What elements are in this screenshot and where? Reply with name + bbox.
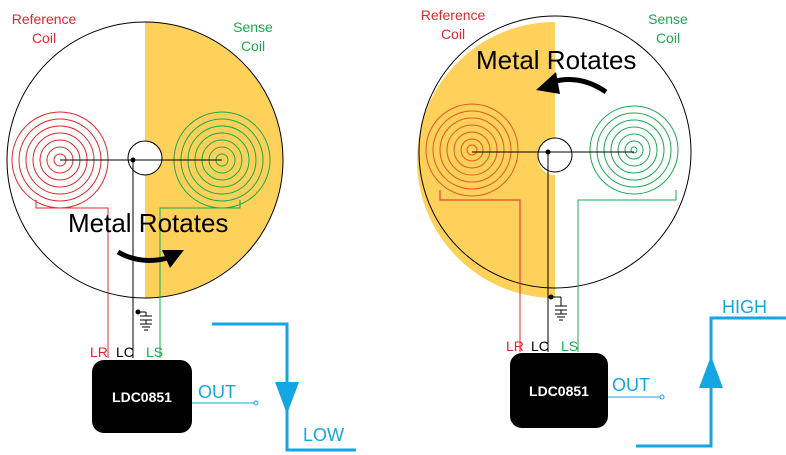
center-hole xyxy=(127,140,163,176)
pin-lr-label: LR xyxy=(506,338,524,354)
high-waveform xyxy=(636,316,786,448)
ldc0851-chip xyxy=(92,360,192,433)
pin-ls-label: LS xyxy=(561,338,578,354)
disc-outline xyxy=(418,15,692,289)
ls-wire xyxy=(159,200,241,358)
rotation-label: Metal Rotates xyxy=(68,208,228,238)
ldc0851-chip xyxy=(510,353,608,428)
chip-label: LDC0851 xyxy=(529,383,589,399)
pin-lc-label: LC xyxy=(116,344,134,360)
sense-coil-label: Coil xyxy=(241,38,265,54)
out-terminal xyxy=(253,400,259,406)
reference-coil xyxy=(11,111,109,209)
lr-wire xyxy=(439,190,521,352)
pin-lc-label: LC xyxy=(531,338,549,354)
reference-coil-label: Reference xyxy=(12,11,77,27)
sense-coil xyxy=(589,105,679,195)
pin-ls-label: LS xyxy=(146,344,163,360)
lr-wire xyxy=(35,200,109,358)
low-label: LOW xyxy=(303,425,344,445)
sense-coil-label: Coil xyxy=(656,30,680,46)
right-panel xyxy=(417,15,786,448)
ls-wire xyxy=(577,190,677,352)
left-panel xyxy=(6,21,356,452)
high-label: HIGH xyxy=(722,297,767,317)
out-label: OUT xyxy=(612,375,650,395)
pin-lr-label: LR xyxy=(90,344,108,360)
left-labels: Reference Coil Sense Coil Metal Rotates … xyxy=(12,11,344,445)
out-label: OUT xyxy=(198,382,236,402)
right-labels: Reference Coil Sense Coil Metal Rotates … xyxy=(421,7,767,399)
sense-coil-label: Sense xyxy=(648,11,688,27)
rotation-arrow-right xyxy=(536,72,608,95)
disc-outline xyxy=(6,21,284,299)
reference-coil-label: Coil xyxy=(32,30,56,46)
sense-coil-label: Sense xyxy=(233,19,273,35)
chip-label: LDC0851 xyxy=(112,389,172,405)
center-hole xyxy=(537,137,573,173)
reference-coil-label: Coil xyxy=(441,26,465,42)
out-terminal xyxy=(659,394,665,400)
low-waveform xyxy=(212,322,356,452)
rotation-arrow-left xyxy=(116,249,184,268)
rotation-label: Metal Rotates xyxy=(476,45,636,75)
capacitor-ground xyxy=(548,294,567,321)
reference-coil xyxy=(425,103,519,197)
reference-coil-label: Reference xyxy=(421,7,486,23)
capacitor-ground xyxy=(135,309,152,331)
